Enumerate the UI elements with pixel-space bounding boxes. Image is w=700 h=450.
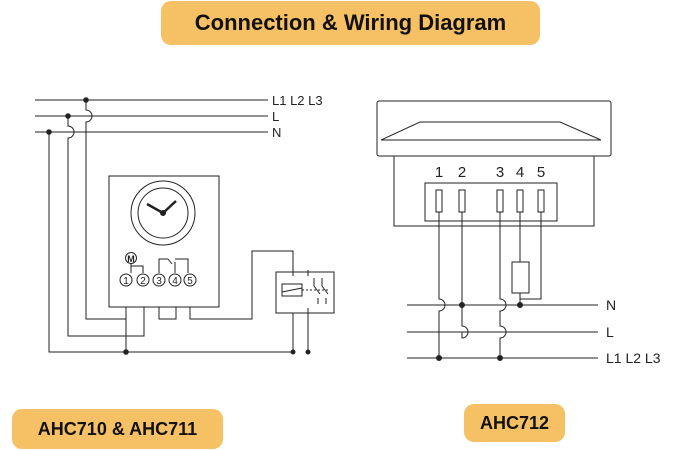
terminal-4-label: 4 — [172, 276, 178, 287]
clock-dial — [130, 180, 196, 246]
contactor-box — [275, 271, 335, 314]
terminal-2-label: 2 — [140, 276, 146, 287]
right-wiring-diagram: 1 2 3 4 5 N L L1 L2 L3 — [376, 100, 661, 366]
device-base — [393, 155, 595, 227]
terminal-screw-4 — [516, 189, 524, 213]
junction-dot — [123, 349, 129, 355]
terminal-1 — [119, 273, 133, 287]
motor-lead — [131, 265, 144, 273]
coil-stripe — [281, 287, 303, 293]
terminal-screw-3 — [496, 189, 504, 213]
terminal-screw-1 — [435, 189, 443, 213]
neutral-wire — [48, 132, 294, 353]
terminal-4 — [168, 273, 182, 287]
terminal-2-wire — [461, 212, 469, 339]
terminal-1-label: 1 — [123, 276, 129, 287]
junction-dot — [497, 355, 503, 361]
terminal-3-label: 3 — [496, 164, 504, 181]
junction-dot — [305, 349, 311, 355]
terminal-5-label: 5 — [187, 276, 193, 287]
neutral-line-label: N — [272, 125, 281, 140]
terminal-5-wire — [520, 212, 542, 300]
load-resistor — [511, 261, 530, 294]
terminal-1-wire — [438, 212, 446, 358]
left-model-label: AHC710 & AHC711 — [12, 409, 223, 449]
junction-dot — [290, 349, 296, 355]
terminal-2-label: 2 — [458, 164, 466, 181]
terminal-3-label: 3 — [156, 276, 162, 287]
clock-hand-hour — [146, 202, 164, 215]
terminal-1-label: 1 — [435, 164, 443, 181]
left-wiring-diagram: L1 L2 L3 L N M — [35, 93, 335, 355]
timer-housing — [108, 175, 220, 308]
terminal-5 — [183, 273, 197, 287]
motor-symbol-label: M — [127, 254, 135, 264]
contactor-contacts — [313, 278, 329, 304]
load-wire — [158, 307, 177, 320]
left-terminal-row: 1 2 3 4 5 — [119, 273, 197, 287]
junction-dot — [436, 355, 442, 361]
terminal-screw-5 — [537, 189, 545, 213]
live-line-label: L — [606, 324, 614, 340]
phase-wire — [85, 100, 127, 320]
terminal-screw-2 — [458, 189, 466, 213]
terminal-block — [424, 182, 558, 222]
clock-center — [160, 210, 166, 216]
terminal-2 — [136, 273, 150, 287]
terminal-3 — [152, 273, 166, 287]
relay-contact-symbol — [158, 258, 189, 273]
phases-line-label: L1 L2 L3 — [272, 93, 323, 108]
live-line-label: L — [272, 109, 279, 124]
load-wire — [189, 250, 294, 320]
device-cover-bevel — [380, 121, 602, 141]
clock-face — [137, 187, 189, 239]
live-wire — [67, 116, 145, 337]
relay-contact-blade — [167, 258, 173, 265]
junction-dot — [517, 302, 523, 308]
phases-line-label: L1 L2 L3 — [606, 350, 661, 366]
diagram-title: Connection & Wiring Diagram — [161, 1, 540, 45]
right-model-label: AHC712 — [464, 404, 565, 442]
terminal-3-wire — [499, 212, 507, 358]
terminal-4-label: 4 — [516, 164, 524, 181]
junction-dot — [459, 302, 465, 308]
terminal-5-label: 5 — [537, 164, 545, 181]
neutral-line-label: N — [606, 297, 616, 313]
